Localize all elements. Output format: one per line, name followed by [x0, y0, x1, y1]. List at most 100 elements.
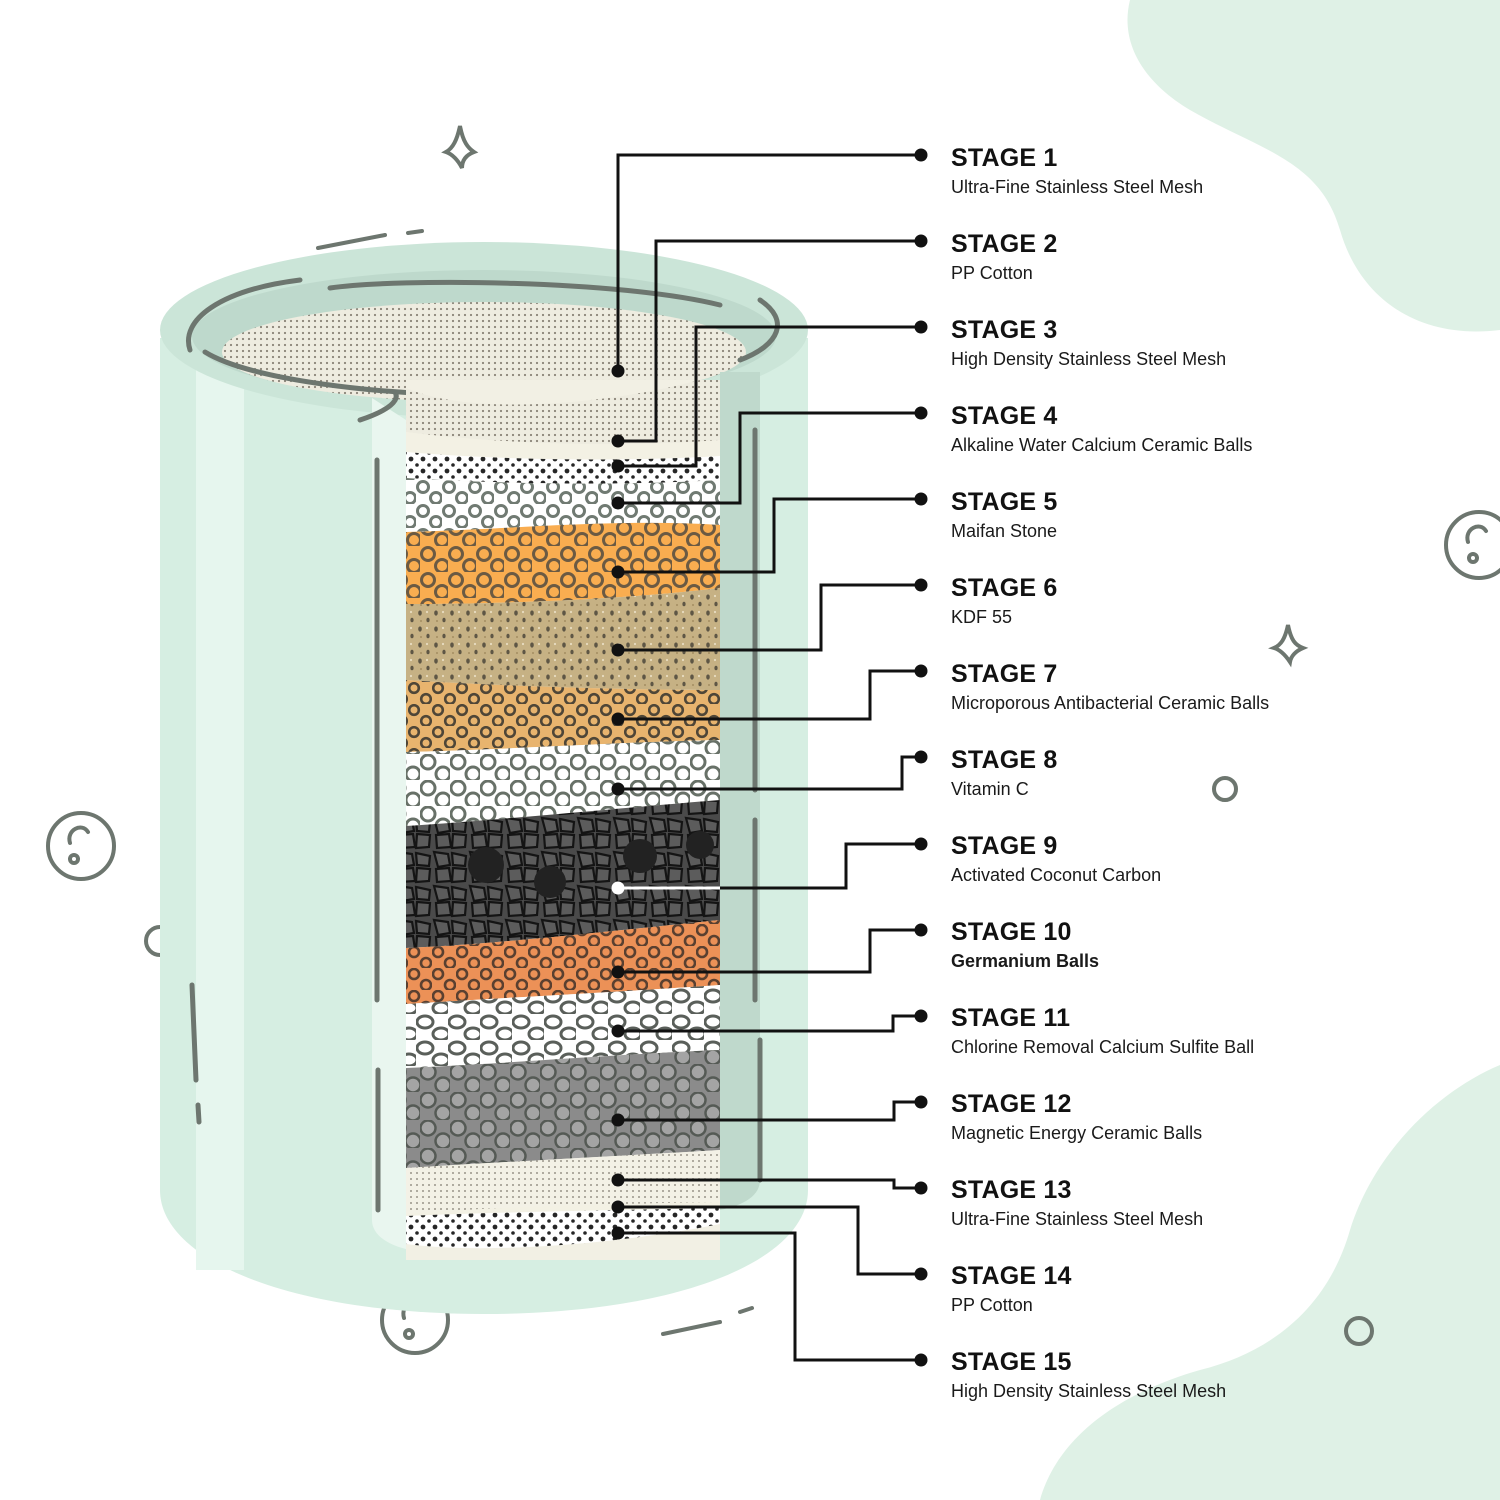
bubble-small-icon [1212, 776, 1238, 802]
stage-title: STAGE 8 [951, 746, 1058, 774]
filter-cylinder [160, 242, 808, 1314]
leader-dot [914, 1095, 928, 1109]
leader-dot [611, 565, 625, 579]
stage-title: STAGE 6 [951, 574, 1058, 602]
layer-maifan-stone [406, 522, 720, 604]
stage-description: PP Cotton [951, 263, 1033, 283]
leader-dot [914, 578, 928, 592]
top-mesh [222, 302, 746, 402]
stage-description: High Density Stainless Steel Mesh [951, 1381, 1227, 1401]
leader-line [618, 755, 921, 791]
stage-label: STAGE 2 PP Cotton [951, 229, 1471, 284]
leader-line [618, 239, 921, 443]
leader-dot [611, 496, 625, 510]
stage-description: KDF 55 [951, 607, 1013, 627]
leader-dot [611, 364, 625, 378]
leader-dot [914, 1009, 928, 1023]
layer-magnetic-ceramic [406, 1050, 720, 1168]
stage-title: STAGE 10 [951, 918, 1072, 946]
stage-label: STAGE 15 High Density Stainless Steel Mes… [951, 1347, 1471, 1402]
leader-dot [611, 643, 625, 657]
layer-calcium-sulfite [406, 985, 720, 1068]
leader-dot [914, 320, 928, 334]
leader-dot [914, 234, 928, 248]
stage-description: Germanium Balls [951, 951, 1100, 971]
layer-steel-mesh-dense [406, 452, 720, 484]
leader-dot [611, 1113, 625, 1127]
leader-line [618, 325, 921, 468]
leader-line [618, 1178, 921, 1190]
leader-lines [616, 153, 921, 1362]
leader-dot [611, 1173, 625, 1187]
leader-dot [611, 782, 625, 796]
leader-line [616, 153, 921, 371]
stage-title: STAGE 13 [951, 1176, 1072, 1204]
leader-dots [611, 148, 928, 1367]
stage-title: STAGE 14 [951, 1262, 1072, 1290]
cylinder-outlines [189, 389, 763, 1213]
layer-bottom-steel [406, 1208, 720, 1249]
layer-kdf55 [406, 588, 720, 690]
bg-blob-bottom-right [1040, 1065, 1500, 1500]
carbon-nodes [468, 831, 714, 898]
leader-dot [914, 492, 928, 506]
leader-line [618, 583, 921, 652]
layer-alkaline-balls [406, 478, 720, 532]
leader-line [618, 1100, 921, 1122]
dash-decoration [406, 229, 424, 235]
stage-label: STAGE 10 Germanium Balls [951, 917, 1471, 972]
leader-dot [914, 837, 928, 851]
cutaway-wall [372, 398, 410, 1250]
stage-label: STAGE 6 KDF 55 [951, 573, 1471, 628]
stage-description: Chlorine Removal Calcium Sulfite Ball [951, 1037, 1255, 1057]
layer-germanium-balls [406, 920, 720, 1004]
layer-pp-cotton [406, 432, 720, 460]
leader-dot [611, 712, 625, 726]
stage-title: STAGE 7 [951, 660, 1058, 688]
stage-label: STAGE 12 Magnetic Energy Ceramic Balls [951, 1089, 1471, 1144]
leader-dot [914, 148, 928, 162]
leader-line [720, 842, 921, 890]
stage-title: STAGE 3 [951, 316, 1058, 344]
dash-decoration [661, 1320, 722, 1336]
leader-dot [914, 664, 928, 678]
layer-ultra-fine-mesh [406, 380, 720, 445]
leader-line [618, 928, 921, 974]
leader-dot [611, 1024, 625, 1038]
stage-title: STAGE 2 [951, 230, 1058, 258]
leader-line [618, 1231, 921, 1362]
leader-dot [914, 750, 928, 764]
sparkle-icon [1268, 624, 1309, 668]
leader-dot [914, 1181, 928, 1195]
leader-dot [611, 881, 625, 895]
leader-dot [611, 1226, 625, 1240]
leader-dot [611, 459, 625, 473]
cutaway-right-wall [720, 372, 760, 1210]
bubble-small-icon [1344, 1316, 1374, 1346]
leader-dot [611, 434, 625, 448]
cylinder-highlight [196, 360, 244, 1270]
stage-title: STAGE 12 [951, 1090, 1072, 1118]
leader-dot [914, 1353, 928, 1367]
stage-title: STAGE 5 [951, 488, 1058, 516]
stage-description: Magnetic Energy Ceramic Balls [951, 1123, 1203, 1143]
stage-description: High Density Stainless Steel Mesh [951, 349, 1227, 369]
leader-dot [611, 965, 625, 979]
stage-title: STAGE 15 [951, 1348, 1072, 1376]
dash-decoration [316, 233, 387, 250]
layer-bottom-mesh [406, 1150, 720, 1214]
stage-description: Activated Coconut Carbon [951, 865, 1162, 885]
stage-label: STAGE 3 High Density Stainless Steel Mesh [951, 315, 1471, 370]
dash-decoration [738, 1306, 754, 1314]
leader-line [618, 1014, 921, 1033]
stage-description: Microporous Antibacterial Ceramic Balls [951, 693, 1270, 713]
layer-microporous-balls [406, 680, 720, 752]
